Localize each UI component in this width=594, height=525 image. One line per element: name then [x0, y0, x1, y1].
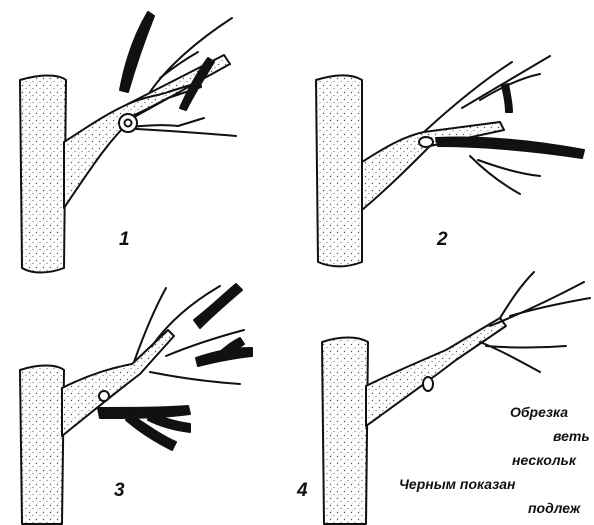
- figure-3-black-upper: [194, 284, 242, 328]
- caption-line-2: веть: [553, 428, 590, 445]
- figure-2-drawing: [316, 56, 584, 267]
- figure-3-drawing: [20, 284, 252, 524]
- figure-3-trunk: [20, 366, 64, 525]
- figure-2-black-twig: [502, 84, 512, 112]
- figure-2-bud: [419, 137, 433, 147]
- caption-line-1: Обрезка: [510, 404, 568, 421]
- caption-line-5: подлеж: [528, 500, 580, 517]
- figure-4-trunk: [322, 338, 368, 525]
- figure-4-number: 4: [297, 480, 308, 502]
- figure-2-upper-fork: [424, 56, 550, 132]
- figure-4-bud: [423, 377, 433, 391]
- figure-3-bud: [99, 391, 109, 401]
- figure-3-number: 3: [114, 480, 125, 502]
- figure-3-lower-twigs: [150, 372, 240, 384]
- figure-2-main-branch: [362, 122, 504, 210]
- figure-3-black-lower: [98, 406, 190, 450]
- caption-line-4: Черным показан: [399, 476, 515, 493]
- figure-1-number: 1: [119, 229, 130, 251]
- figure-2-lower-twigs: [470, 156, 540, 194]
- figure-2-number: 2: [437, 229, 448, 251]
- figure-1-trunk: [20, 76, 66, 273]
- figure-2-trunk: [316, 76, 362, 267]
- figure-4-lower-twigs: [480, 342, 566, 372]
- figure-4-main-branch: [366, 318, 506, 426]
- figure-4-upper-twigs: [490, 272, 590, 326]
- caption-line-3: нескольк: [512, 452, 576, 469]
- figure-2-black-shoot: [436, 138, 584, 159]
- figure-1-black-shoot: [120, 12, 154, 92]
